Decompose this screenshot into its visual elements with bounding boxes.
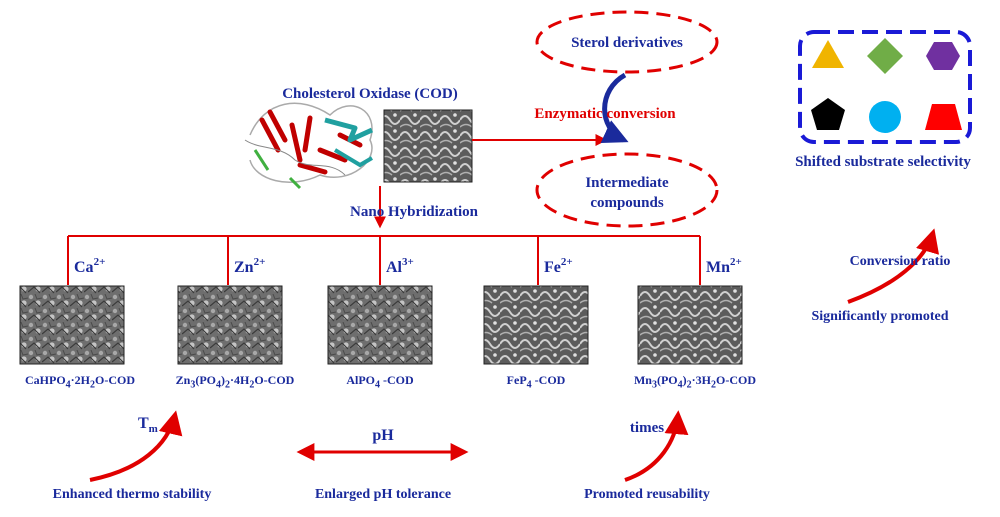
ph-tolerance-label: Enlarged pH tolerance: [315, 487, 451, 502]
sem-image-fe: [483, 285, 589, 365]
sem-image-cod: [383, 109, 473, 183]
times-curved-arrow: [624, 410, 689, 482]
selectivity-caption: Shifted substrate selectivity: [795, 154, 971, 170]
tm-curved-arrow: [89, 410, 183, 482]
product-label-al: AlPO4 -COD: [346, 373, 414, 391]
product-label-ca: CaHPO4·2H2O-COD: [24, 373, 135, 391]
significantly-promoted-label: Significantly promoted: [811, 309, 948, 324]
thermo-stability-label: Enhanced thermo stability: [53, 487, 212, 502]
product-label-zn: Zn3(PO4)2·4H2O-COD: [175, 373, 295, 391]
intermediate-compounds-ellipse: [535, 152, 719, 228]
ph-label: pH: [372, 427, 394, 444]
ion-label-zn: Zn2+: [234, 256, 265, 276]
conversion-ratio-curved-arrow: [847, 228, 940, 304]
intermediate-label-line1: Intermediate: [585, 175, 669, 191]
conversion-ratio-label: Conversion ratio: [850, 254, 951, 269]
product-label-mn: Mn3(PO4)2·3H2O-COD: [633, 373, 756, 391]
sterol-derivatives-label: Sterol derivatives: [571, 35, 683, 51]
sem-image-al: [327, 285, 433, 365]
sem-image-mn: [637, 285, 743, 365]
pentagon-shape-icon: [811, 98, 845, 130]
hexagon-shape-icon: [926, 42, 960, 70]
sem-image-ca: [19, 285, 125, 365]
sem-image-zn: [177, 285, 283, 365]
cod-title: Cholesterol Oxidase (COD): [282, 86, 458, 102]
times-label: times: [630, 420, 664, 436]
diamond-shape-icon: [867, 38, 903, 74]
circle-shape-icon: [869, 101, 901, 133]
ion-label-fe: Fe2+: [544, 256, 573, 276]
protein-structure-image: [244, 102, 374, 190]
reusability-label: Promoted reusability: [584, 487, 710, 502]
product-label-fe: FeP4 -COD: [506, 373, 566, 391]
sterol-derivatives-ellipse: [535, 10, 719, 74]
ion-label-ca: Ca2+: [74, 256, 105, 276]
nano-hybridization-label: Nano Hybridization: [350, 204, 479, 220]
trapezoid-shape-icon: [925, 104, 962, 130]
intermediate-label-line2: compounds: [590, 195, 664, 211]
blue-curved-arrow: [600, 72, 629, 143]
triangle-shape-icon: [812, 40, 844, 68]
ion-label-al: Al3+: [386, 256, 414, 276]
selectivity-box: [798, 30, 972, 144]
tm-label: Tm: [138, 415, 158, 435]
ion-label-mn: Mn2+: [706, 256, 742, 276]
enzymatic-conversion-label: Enzymatic conversion: [534, 106, 676, 122]
